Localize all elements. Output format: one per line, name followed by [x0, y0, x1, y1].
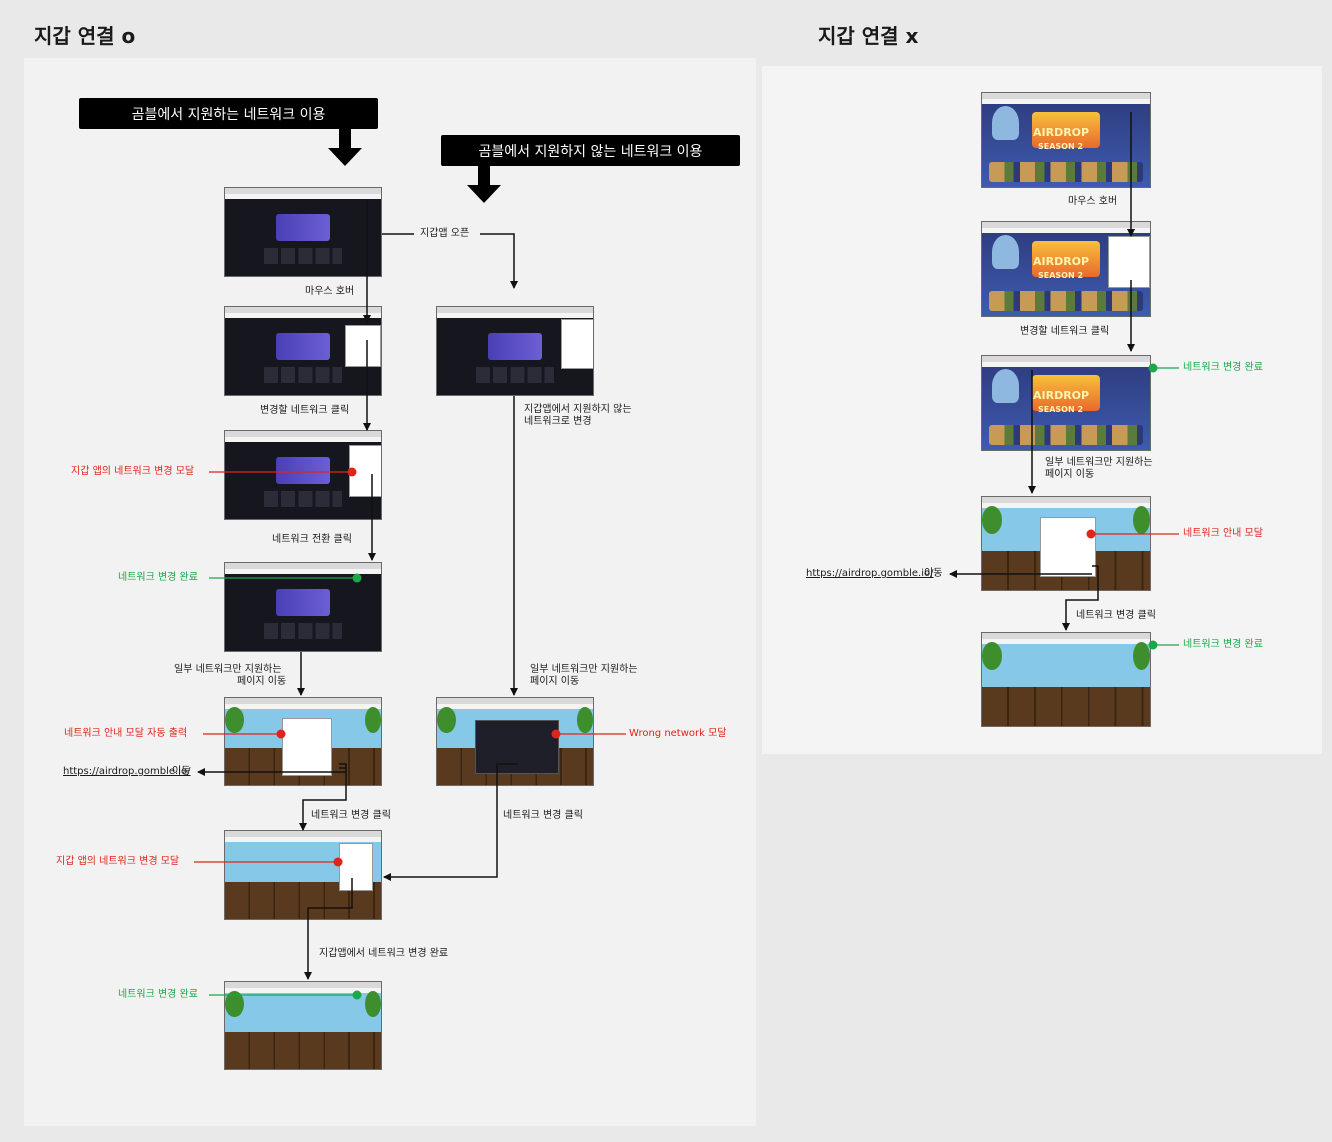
label-wrong-network-modal: Wrong network 모달	[629, 728, 727, 740]
label-wallet-network-change-modal: 지갑 앱의 네트워크 변경 모달	[56, 856, 179, 868]
label-wallet-app-open: 지갑앱 오픈	[420, 228, 469, 240]
link-airdrop[interactable]: https://airdrop.gomble.io/	[806, 568, 934, 580]
label-mouse-hover: 마우스 호버	[305, 286, 354, 298]
label-move-partial-page-line2: 페이지 이동	[237, 676, 286, 688]
label-click-network-change: 네트워크 변경 클릭	[1076, 610, 1156, 622]
label-network-guide-modal: 네트워크 안내 모달	[1183, 528, 1263, 540]
label-move-partial-page-line1: 일부 네트워크만 지원하는	[174, 664, 282, 676]
label-network-change-complete: 네트워크 변경 완료	[118, 572, 198, 584]
label-move-partial-page-line2: 페이지 이동	[530, 676, 579, 688]
label-move-partial-page-line1: 일부 네트워크만 지원하는	[1045, 457, 1153, 469]
label-wallet-unsupported-line2: 네트워크로 변경	[524, 416, 592, 428]
label-move-partial-page-line2: 페이지 이동	[1045, 469, 1094, 481]
label-wallet-change-complete: 지갑앱에서 네트워크 변경 완료	[319, 948, 448, 960]
label-click-network-to-change: 변경할 네트워크 클릭	[260, 405, 349, 417]
label-mouse-hover: 마우스 호버	[1068, 196, 1117, 208]
label-click-network-change: 네트워크 변경 클릭	[311, 810, 391, 822]
label-click-network-to-change: 변경할 네트워크 클릭	[1020, 326, 1109, 338]
label-network-change-complete: 네트워크 변경 완료	[1183, 639, 1263, 651]
label-click-network-switch: 네트워크 전환 클릭	[272, 534, 352, 546]
label-network-guide-modal-auto: 네트워크 안내 모달 자동 출력	[64, 728, 187, 740]
label-click-network-change: 네트워크 변경 클릭	[503, 810, 583, 822]
label-move: 이동	[172, 766, 190, 778]
label-wallet-network-change-modal: 지갑 앱의 네트워크 변경 모달	[71, 466, 194, 478]
label-move: 이동	[924, 568, 942, 580]
label-network-change-complete: 네트워크 변경 완료	[1183, 362, 1263, 374]
label-network-change-complete: 네트워크 변경 완료	[118, 989, 198, 1001]
label-wallet-unsupported-line1: 지갑앱에서 지원하지 않는	[524, 404, 632, 416]
label-move-partial-page-line1: 일부 네트워크만 지원하는	[530, 664, 638, 676]
